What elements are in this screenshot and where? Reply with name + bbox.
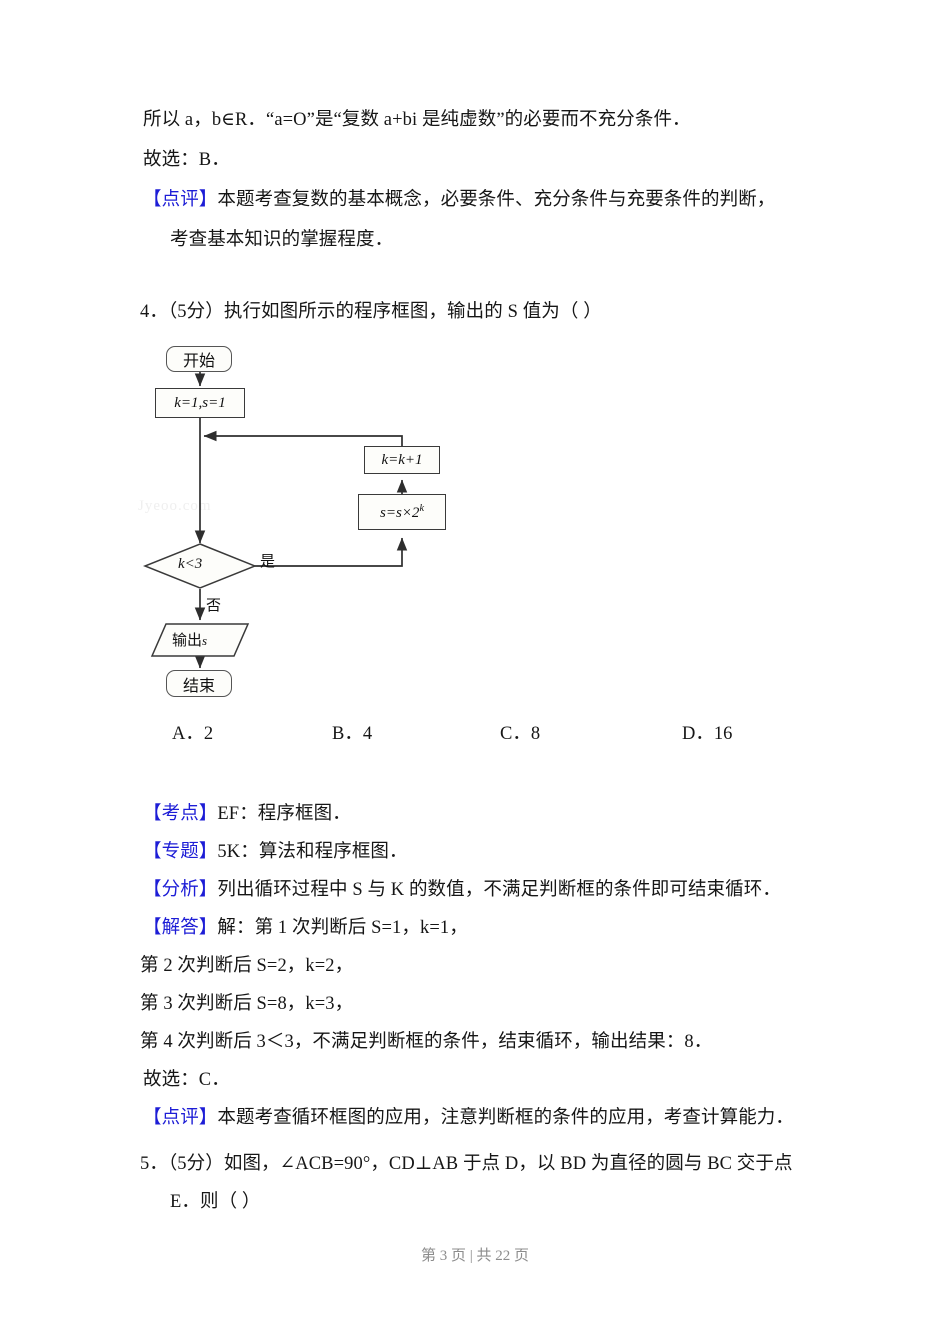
q3-comment-line: 【点评】本题考查复数的基本概念，必要条件、充分条件与充要条件的判断， — [143, 188, 775, 212]
watermark-text: Jyeoo.com — [138, 498, 212, 514]
q5-stem-line-2: E．则（ ） — [170, 1192, 261, 1212]
flowchart-update-label: s=s×2k — [380, 503, 424, 522]
jieda-tag: 【解答】 — [143, 918, 218, 938]
option-b[interactable]: B．4 — [332, 722, 372, 746]
fenxi-text: 列出循环过程中 S 与 K 的数值，不满足判断框的条件即可结束循环． — [217, 880, 781, 900]
flowchart-yes-label: 是 — [260, 554, 276, 570]
flowchart-output-variable: s — [202, 633, 208, 648]
option-d-value: 16 — [713, 724, 733, 744]
option-c-value: 8 — [530, 724, 541, 744]
q4-kaodian-line: 【考点】EF：程序框图． — [143, 802, 351, 826]
q4-jieda-line-2: 第 2 次判断后 S=2，k=2， — [140, 956, 354, 976]
q5-stem-line-1: 5．（5分）如图，∠ACB=90°，CD⊥AB 于点 D，以 BD 为直径的圆与… — [140, 1154, 793, 1174]
flowchart-start-node: 开始 — [166, 346, 232, 372]
page-footer: 第 3 页 | 共 22 页 — [420, 1248, 529, 1264]
kaodian-text: EF：程序框图． — [217, 804, 351, 824]
dianping-tag: 【点评】 — [143, 1108, 218, 1128]
flowchart-decision-label: k<3 — [178, 556, 203, 572]
flowchart-init-node: k=1,s=1 — [155, 388, 245, 418]
q4-jieda-line-1: 【解答】解：第 1 次判断后 S=1，k=1， — [143, 916, 468, 940]
fenxi-tag: 【分析】 — [143, 880, 218, 900]
option-d-key: D． — [682, 724, 714, 744]
option-c-key: C． — [500, 724, 531, 744]
flowchart-update-exponent: k — [419, 502, 424, 514]
flowchart-increment-node: k=k+1 — [364, 446, 440, 474]
zhuanti-text: 5K：算法和程序框图． — [217, 842, 408, 862]
option-b-key: B． — [332, 724, 363, 744]
flowchart-output-text: 输出 — [172, 633, 203, 649]
q4-dianping-line: 【点评】本题考查循环框图的应用，注意判断框的条件的应用，考查计算能力． — [143, 1106, 794, 1130]
program-flowchart: Jyeoo.com — [130, 330, 446, 710]
option-b-value: 4 — [362, 724, 373, 744]
jieda-text-1: 解：第 1 次判断后 S=1，k=1， — [217, 918, 468, 938]
q4-fenxi-line: 【分析】列出循环过程中 S 与 K 的数值，不满足判断框的条件即可结束循环． — [143, 878, 781, 902]
flowchart-init-label: k=1,s=1 — [174, 394, 226, 411]
q3-comment-line-2: 考查基本知识的掌握程度． — [170, 230, 394, 250]
option-a[interactable]: A．2 — [172, 722, 213, 746]
q4-stem: 4．（5分）执行如图所示的程序框图，输出的 S 值为（ ） — [140, 302, 602, 322]
kaodian-tag: 【考点】 — [143, 804, 218, 824]
q4-zhuanti-line: 【专题】5K：算法和程序框图． — [143, 840, 408, 864]
q4-jieda-line-5: 故选：C． — [143, 1070, 230, 1090]
option-a-key: A． — [172, 724, 204, 744]
q4-jieda-line-3: 第 3 次判断后 S=8，k=3， — [140, 994, 354, 1014]
option-a-value: 2 — [203, 724, 214, 744]
q3-conclusion-line: 所以 a，b∈R．“a=O”是“复数 a+bi 是纯虚数”的必要而不充分条件． — [143, 110, 691, 130]
flowchart-increment-label: k=k+1 — [381, 451, 423, 468]
option-c[interactable]: C．8 — [500, 722, 540, 746]
option-d[interactable]: D．16 — [682, 722, 732, 746]
comment-tag: 【点评】 — [143, 190, 218, 210]
zhuanti-tag: 【专题】 — [143, 842, 218, 862]
comment-text: 本题考查复数的基本概念，必要条件、充分条件与充要条件的判断， — [217, 190, 776, 210]
flowchart-end-node: 结束 — [166, 670, 232, 697]
dianping-text: 本题考查循环框图的应用，注意判断框的条件的应用，考查计算能力． — [217, 1108, 795, 1128]
flowchart-no-label: 否 — [206, 598, 222, 614]
q4-jieda-line-4: 第 4 次判断后 3＜3，不满足判断框的条件，结束循环，输出结果：8． — [140, 1032, 713, 1052]
flowchart-update-base: s=s×2 — [380, 504, 420, 521]
flowchart-output-node-label: 输出s — [172, 629, 207, 650]
q3-answer-line: 故选：B． — [143, 150, 230, 170]
flowchart-update-node: s=s×2k — [358, 494, 446, 530]
